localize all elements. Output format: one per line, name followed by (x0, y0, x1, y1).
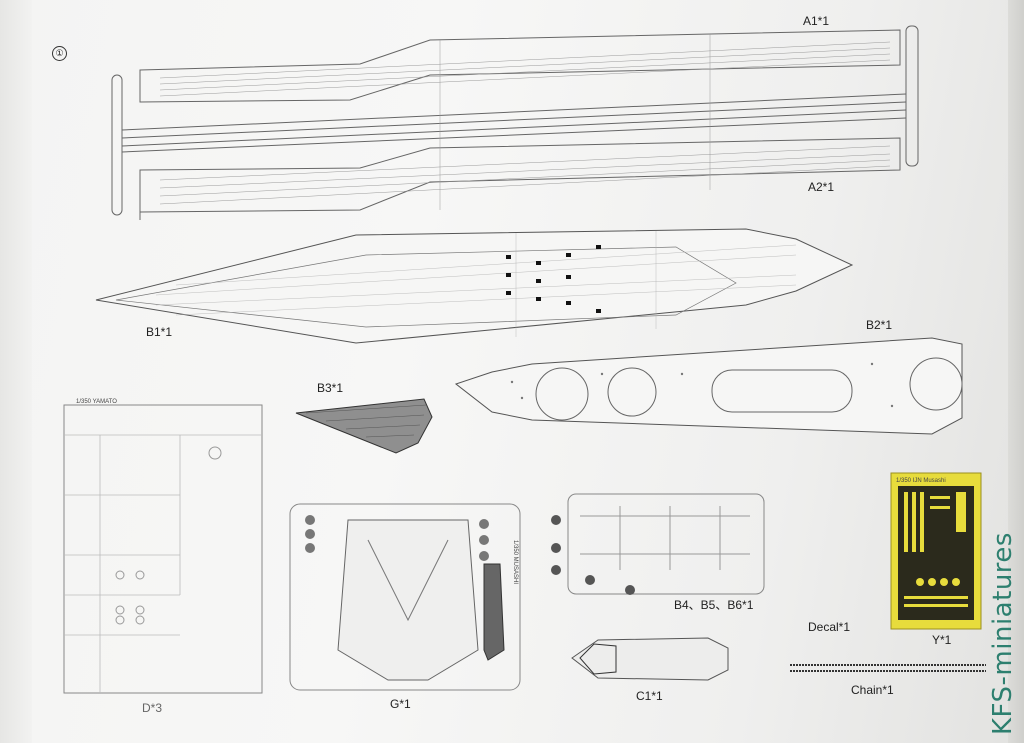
page-edge (0, 0, 32, 743)
part-label-b3: B3*1 (317, 381, 344, 395)
sprue-b456 (551, 493, 765, 595)
sprue-d: 1/350 YAMATO (63, 399, 263, 694)
part-label-d: D*3 (142, 701, 163, 715)
part-b3-deck (295, 398, 433, 454)
photo-etch-y: 1/350 IJN Musashi (890, 472, 982, 630)
part-c1 (571, 637, 729, 681)
part-label-y: Y*1 (932, 633, 952, 647)
chain (790, 664, 986, 672)
sprue-g-marking: 1/350 MUSASHI (512, 540, 518, 584)
sprue-d-marking: 1/350 YAMATO (76, 399, 117, 405)
part-label-b2: B2*1 (866, 318, 893, 332)
page-spine (1008, 0, 1024, 743)
part-label-g: G*1 (390, 697, 411, 711)
part-label-chain: Chain*1 (851, 683, 894, 697)
photo-etch-marking: 1/350 IJN Musashi (896, 478, 946, 484)
watermark-text: KFS-miniatures (988, 532, 1018, 735)
sprue-g: 1/350 MUSASHI (289, 503, 521, 691)
part-b2-deck (454, 337, 963, 435)
part-label-a2: A2*1 (808, 180, 835, 194)
part-label-c1: C1*1 (636, 689, 663, 703)
hull-sprue-a (111, 25, 919, 220)
part-label-decal: Decal*1 (808, 620, 851, 634)
part-label-b456: B4、B5、B6*1 (674, 598, 754, 612)
part-label-a1: A1*1 (803, 14, 830, 28)
part-label-b1: B1*1 (146, 325, 173, 339)
step-number: ① (52, 46, 67, 61)
part-b1-deck (95, 228, 854, 344)
